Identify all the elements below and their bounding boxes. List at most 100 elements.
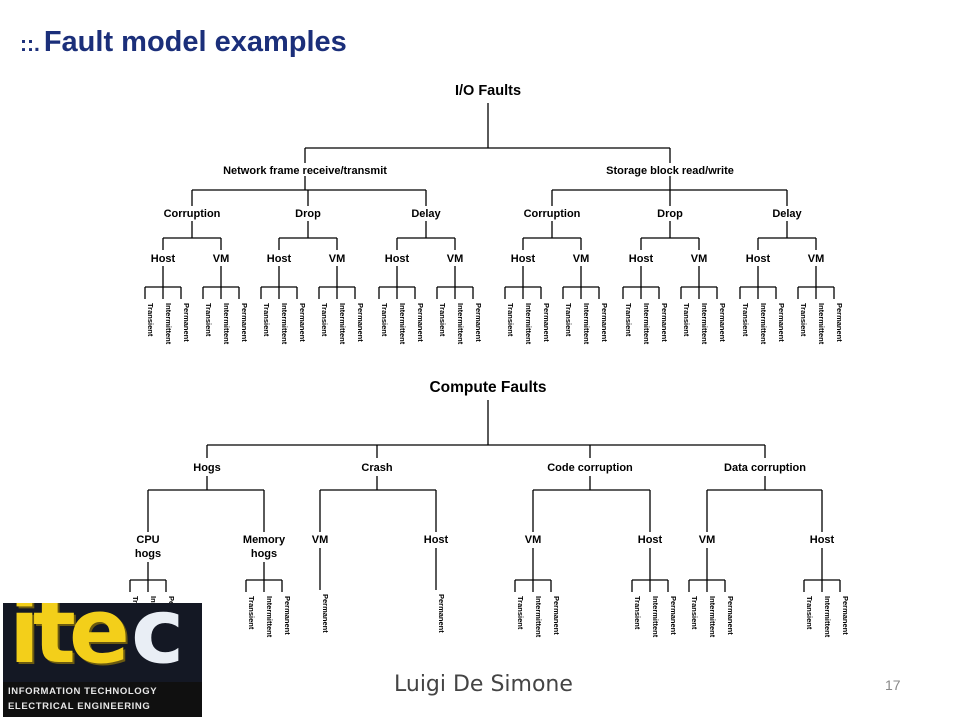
- leaf-intermittent: Intermittent: [265, 596, 274, 638]
- leaf-permanent: Permanent: [542, 303, 551, 342]
- io-fault-delay: Delay: [411, 208, 441, 220]
- leaf-transient: Transient: [438, 303, 447, 337]
- title-prefix: ::.: [20, 33, 40, 56]
- logo-wordmark: ite: [9, 603, 130, 684]
- leaf-intermittent: Intermittent: [823, 596, 832, 638]
- io-target-vm: VM: [573, 253, 590, 265]
- itec-logo: ite c INFORMATION TECHNOLOGY ELECTRICAL …: [3, 603, 202, 717]
- leaf-intermittent: Intermittent: [338, 303, 347, 345]
- compute-sub-vm: VM: [699, 534, 716, 546]
- compute-sub-vm: VM: [525, 534, 542, 546]
- io-target-vm: VM: [447, 253, 464, 265]
- leaf-permanent: Permanent: [660, 303, 669, 342]
- slide-title: ::.Fault model examples: [20, 26, 347, 59]
- leaf-permanent: Permanent: [240, 303, 249, 342]
- logo-line2: ELECTRICAL ENGINEERING: [8, 701, 151, 712]
- leaf-intermittent: Intermittent: [524, 303, 533, 345]
- leaf-permanent: Permanent: [669, 596, 678, 635]
- compute-category-hogs: Hogs: [193, 462, 221, 474]
- leaf-transient: Transient: [682, 303, 691, 337]
- leaf-intermittent: Intermittent: [534, 596, 543, 638]
- leaf-intermittent: Intermittent: [582, 303, 591, 345]
- leaf-permanent: Permanent: [182, 303, 191, 342]
- leaf-intermittent: Intermittent: [222, 303, 231, 345]
- leaf-transient: Transient: [690, 596, 699, 630]
- io-target-host: Host: [746, 253, 771, 265]
- leaf-intermittent: Intermittent: [651, 596, 660, 638]
- io-target-host: Host: [511, 253, 536, 265]
- compute-sub-host: Host: [424, 534, 449, 546]
- io-category-network-frame-receive-transmit: Network frame receive/transmit: [223, 165, 387, 177]
- leaf-intermittent: Intermittent: [700, 303, 709, 345]
- compute-sub-vm: VM: [312, 534, 329, 546]
- compute-sub-cpu-hogs-line2: hogs: [135, 548, 161, 560]
- io-target-vm: VM: [329, 253, 346, 265]
- title-text: Fault model examples: [43, 26, 347, 58]
- leaf-intermittent: Intermittent: [456, 303, 465, 345]
- io-target-host: Host: [267, 253, 292, 265]
- leaf-permanent: Permanent: [777, 303, 786, 342]
- leaf-transient: Transient: [741, 303, 750, 337]
- leaf-transient: Transient: [380, 303, 389, 337]
- leaf-permanent: Permanent: [718, 303, 727, 342]
- leaf-intermittent: Intermittent: [708, 596, 717, 638]
- io-target-host: Host: [385, 253, 410, 265]
- io-category-storage-block-read-write: Storage block read/write: [606, 165, 734, 177]
- leaf-permanent: Permanent: [298, 303, 307, 342]
- leaf-transient: Transient: [805, 596, 814, 630]
- leaf-transient: Transient: [262, 303, 271, 337]
- io-target-vm: VM: [808, 253, 825, 265]
- leaf-transient: Transient: [624, 303, 633, 337]
- leaf-intermittent: Intermittent: [280, 303, 289, 345]
- compute-sub-memory-hogs: Memory: [243, 534, 286, 546]
- leaf-permanent: Permanent: [600, 303, 609, 342]
- compute-faults-root: Compute Faults: [429, 379, 546, 396]
- leaf-transient: Transient: [320, 303, 329, 337]
- leaf-permanent: Permanent: [474, 303, 483, 342]
- leaf-intermittent: Intermittent: [817, 303, 826, 345]
- leaf-transient: Transient: [247, 596, 256, 630]
- leaf-transient: Transient: [146, 303, 155, 337]
- leaf-permanent: Permanent: [356, 303, 365, 342]
- leaf-permanent: Permanent: [283, 596, 292, 635]
- leaf-permanent: Permanent: [416, 303, 425, 342]
- compute-sub-host: Host: [810, 534, 835, 546]
- leaf-permanent: Permanent: [726, 596, 735, 635]
- logo-line1: INFORMATION TECHNOLOGY: [8, 686, 158, 697]
- io-target-host: Host: [629, 253, 654, 265]
- io-fault-delay: Delay: [772, 208, 802, 220]
- compute-category-code-corruption: Code corruption: [547, 462, 633, 474]
- io-fault-corruption: Corruption: [164, 208, 221, 220]
- compute-sub-host: Host: [638, 534, 663, 546]
- io-fault-drop: Drop: [295, 208, 321, 220]
- compute-category-crash: Crash: [361, 462, 392, 474]
- io-faults-root: I/O Faults: [455, 83, 521, 99]
- leaf-permanent: Permanent: [321, 594, 330, 633]
- leaf-transient: Transient: [633, 596, 642, 630]
- leaf-transient: Transient: [799, 303, 808, 337]
- leaf-permanent: Permanent: [841, 596, 850, 635]
- io-target-host: Host: [151, 253, 176, 265]
- leaf-intermittent: Intermittent: [164, 303, 173, 345]
- leaf-transient: Transient: [506, 303, 515, 337]
- leaf-permanent: Permanent: [437, 594, 446, 633]
- leaf-transient: Transient: [516, 596, 525, 630]
- author-name: Luigi De Simone: [394, 672, 573, 697]
- io-target-vm: VM: [213, 253, 230, 265]
- page-number: 17: [885, 677, 901, 693]
- logo-band: [3, 682, 202, 717]
- leaf-transient: Transient: [204, 303, 213, 337]
- leaf-permanent: Permanent: [835, 303, 844, 342]
- compute-category-data-corruption: Data corruption: [724, 462, 806, 474]
- leaf-intermittent: Intermittent: [759, 303, 768, 345]
- leaf-intermittent: Intermittent: [398, 303, 407, 345]
- io-fault-drop: Drop: [657, 208, 683, 220]
- leaf-transient: Transient: [564, 303, 573, 337]
- leaf-intermittent: Intermittent: [642, 303, 651, 345]
- logo-wordmark-c: c: [131, 603, 185, 684]
- leaf-permanent: Permanent: [552, 596, 561, 635]
- compute-sub-cpu-hogs: CPU: [136, 534, 159, 546]
- io-fault-corruption: Corruption: [524, 208, 581, 220]
- io-target-vm: VM: [691, 253, 708, 265]
